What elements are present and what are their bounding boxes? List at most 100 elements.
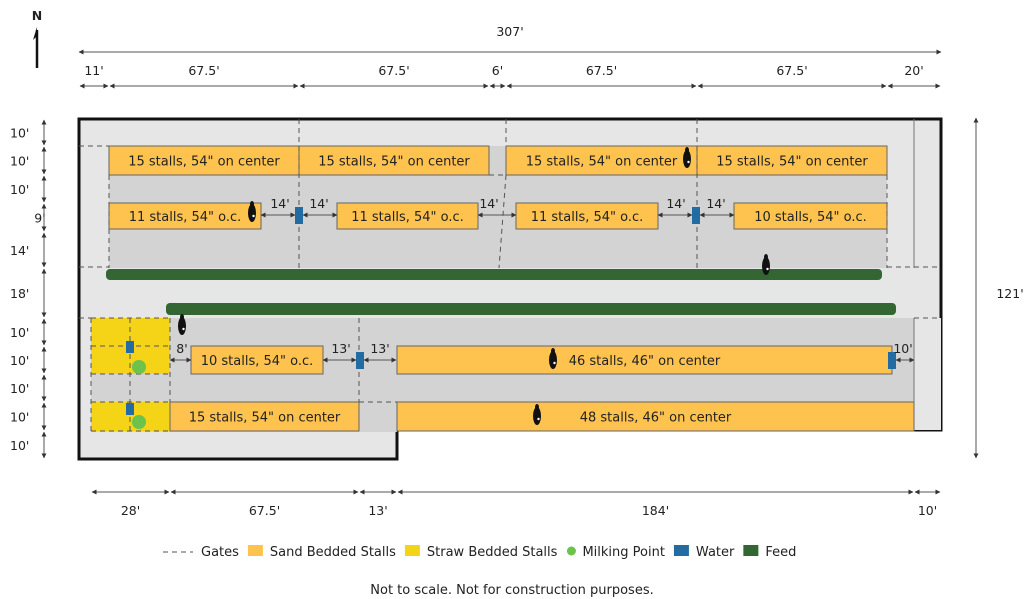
legend-item-water: Water bbox=[673, 545, 735, 560]
stall-block: 46 stalls, 46" on center bbox=[396, 345, 893, 375]
north-arrowhead-icon bbox=[33, 27, 37, 40]
stall-label: 15 stalls, 54" on center bbox=[716, 155, 868, 170]
stall-block: 15 stalls, 54" on center bbox=[298, 145, 490, 176]
water-trough bbox=[888, 352, 896, 369]
water-trough bbox=[692, 207, 700, 224]
legend-label: Straw Bedded Stalls bbox=[427, 545, 558, 560]
sand-stall-block bbox=[169, 401, 360, 432]
stall-label: 15 stalls, 54" on center bbox=[128, 155, 280, 170]
dimension-label: 67.5' bbox=[586, 63, 617, 78]
dimension-label: 28' bbox=[121, 503, 140, 518]
sand-stall-block bbox=[336, 202, 479, 230]
sand-swatch-icon bbox=[247, 545, 263, 556]
feed-bunk-north bbox=[106, 269, 882, 280]
dimension-total-width: 307' bbox=[78, 24, 942, 55]
stall-block: 11 stalls, 54" o.c. bbox=[336, 202, 479, 230]
stall-label: 10 stalls, 54" o.c. bbox=[754, 210, 867, 225]
dimension-label: 14' bbox=[10, 243, 29, 258]
dimension-label: 11' bbox=[84, 63, 103, 78]
dimension-label: 13' bbox=[368, 503, 387, 518]
south-east-walkway bbox=[914, 318, 941, 430]
dimension-label: 10' bbox=[10, 381, 29, 396]
gap-label: 13' bbox=[370, 341, 389, 356]
legend-item-gates: Gates bbox=[163, 545, 239, 560]
legend-label: Milking Point bbox=[582, 545, 664, 560]
legend-item-sand: Sand Bedded Stalls bbox=[247, 545, 396, 560]
cow-icon bbox=[762, 254, 770, 275]
footer-note: Not to scale. Not for construction purpo… bbox=[370, 583, 653, 598]
dimension-label: 10' bbox=[10, 438, 29, 453]
legend-item-milking: Milking Point bbox=[566, 545, 665, 560]
stall-block: 11 stalls, 54" o.c. bbox=[515, 202, 659, 230]
gap-label: 10' bbox=[893, 341, 912, 356]
gap-label: 14' bbox=[666, 196, 685, 211]
milking-dot-icon bbox=[566, 546, 576, 556]
legend-item-feed: Feed bbox=[743, 545, 796, 560]
stall-label: 15 stalls, 54" on center bbox=[318, 155, 470, 170]
legend-item-straw: Straw Bedded Stalls bbox=[404, 545, 558, 560]
bottom-dimension-row: 28'67.5'13'184'10' bbox=[91, 489, 941, 518]
stall-label: 11 stalls, 54" o.c. bbox=[531, 210, 644, 225]
stall-block: 10 stalls, 54" o.c. bbox=[733, 202, 888, 230]
straw-swatch-icon bbox=[404, 545, 420, 556]
stall-label: 15 stalls, 54" on center bbox=[189, 411, 341, 426]
stall-label: 46 stalls, 46" on center bbox=[569, 354, 721, 369]
stall-label: 48 stalls, 46" on center bbox=[580, 411, 732, 426]
dimension-label: 6' bbox=[492, 63, 503, 78]
dimension-label: 184' bbox=[642, 503, 669, 518]
milking-point bbox=[132, 360, 146, 374]
sand-stall-block bbox=[505, 145, 698, 176]
dimension-label: 10' bbox=[10, 126, 29, 141]
water-troughs bbox=[126, 207, 896, 415]
dimension-label: 9' bbox=[34, 211, 45, 226]
stall-block: 15 stalls, 54" on center bbox=[696, 145, 888, 176]
dimension-label: 67.5' bbox=[249, 503, 280, 518]
stall-block: 15 stalls, 54" on center bbox=[169, 401, 360, 432]
gate[interactable] bbox=[498, 174, 507, 269]
water-trough bbox=[126, 403, 134, 415]
gap-label: 14' bbox=[309, 196, 328, 211]
gap-label: 8' bbox=[176, 341, 187, 356]
dimension-label: 10' bbox=[10, 353, 29, 368]
cow-icon bbox=[683, 147, 691, 168]
feed-swatch-icon bbox=[743, 545, 759, 556]
stall-block: 15 stalls, 54" on center bbox=[108, 145, 300, 176]
dimension-label: 67.5' bbox=[776, 63, 807, 78]
stall-block: 48 stalls, 46" on center bbox=[396, 401, 915, 432]
stall-block: 10 stalls, 54" o.c. bbox=[190, 345, 324, 375]
gap-label: 14' bbox=[270, 196, 289, 211]
feed-bunk-south bbox=[166, 303, 896, 315]
dimension-label: 67.5' bbox=[378, 63, 409, 78]
dimension-label: 18' bbox=[10, 286, 29, 301]
water-trough bbox=[126, 341, 134, 353]
sand-stall-block bbox=[733, 202, 888, 230]
total-depth-label: 121' bbox=[996, 286, 1023, 301]
cow-icon bbox=[533, 404, 541, 425]
inner-dimensions: 14' 14' 14' 14' 14' 8' 13' 13' 10' bbox=[169, 196, 915, 363]
north-label: N bbox=[32, 8, 42, 23]
dimension-label: 10' bbox=[10, 154, 29, 169]
dimension-label: 67.5' bbox=[188, 63, 219, 78]
left-dimension-column: 10'10'10'9'14'18'10'10'10'10'10' bbox=[10, 119, 47, 459]
sand-stall-block bbox=[396, 401, 915, 432]
stall-label: 15 stalls, 54" on center bbox=[526, 155, 678, 170]
gap-label: 14' bbox=[479, 196, 498, 211]
legend-label: Sand Bedded Stalls bbox=[270, 545, 396, 560]
sand-stall-block bbox=[396, 345, 893, 375]
total-width-label: 307' bbox=[496, 24, 523, 39]
water-swatch-icon bbox=[673, 545, 689, 556]
legend-label: Water bbox=[696, 545, 735, 560]
cow-icon bbox=[178, 314, 186, 335]
water-trough bbox=[295, 207, 303, 224]
stall-label: 10 stalls, 54" o.c. bbox=[201, 354, 314, 369]
dimension-label: 10' bbox=[10, 325, 29, 340]
stall-label: 11 stalls, 54" o.c. bbox=[351, 210, 464, 225]
gap-label: 13' bbox=[331, 341, 350, 356]
water-trough bbox=[356, 352, 364, 369]
gap-label: 14' bbox=[706, 196, 725, 211]
dimension-label: 20' bbox=[904, 63, 923, 78]
stall-label: 11 stalls, 54" o.c. bbox=[129, 210, 242, 225]
cow-icons bbox=[178, 147, 770, 425]
legend: Gates Sand Bedded Stalls Straw Bedded Stal… bbox=[163, 545, 796, 560]
